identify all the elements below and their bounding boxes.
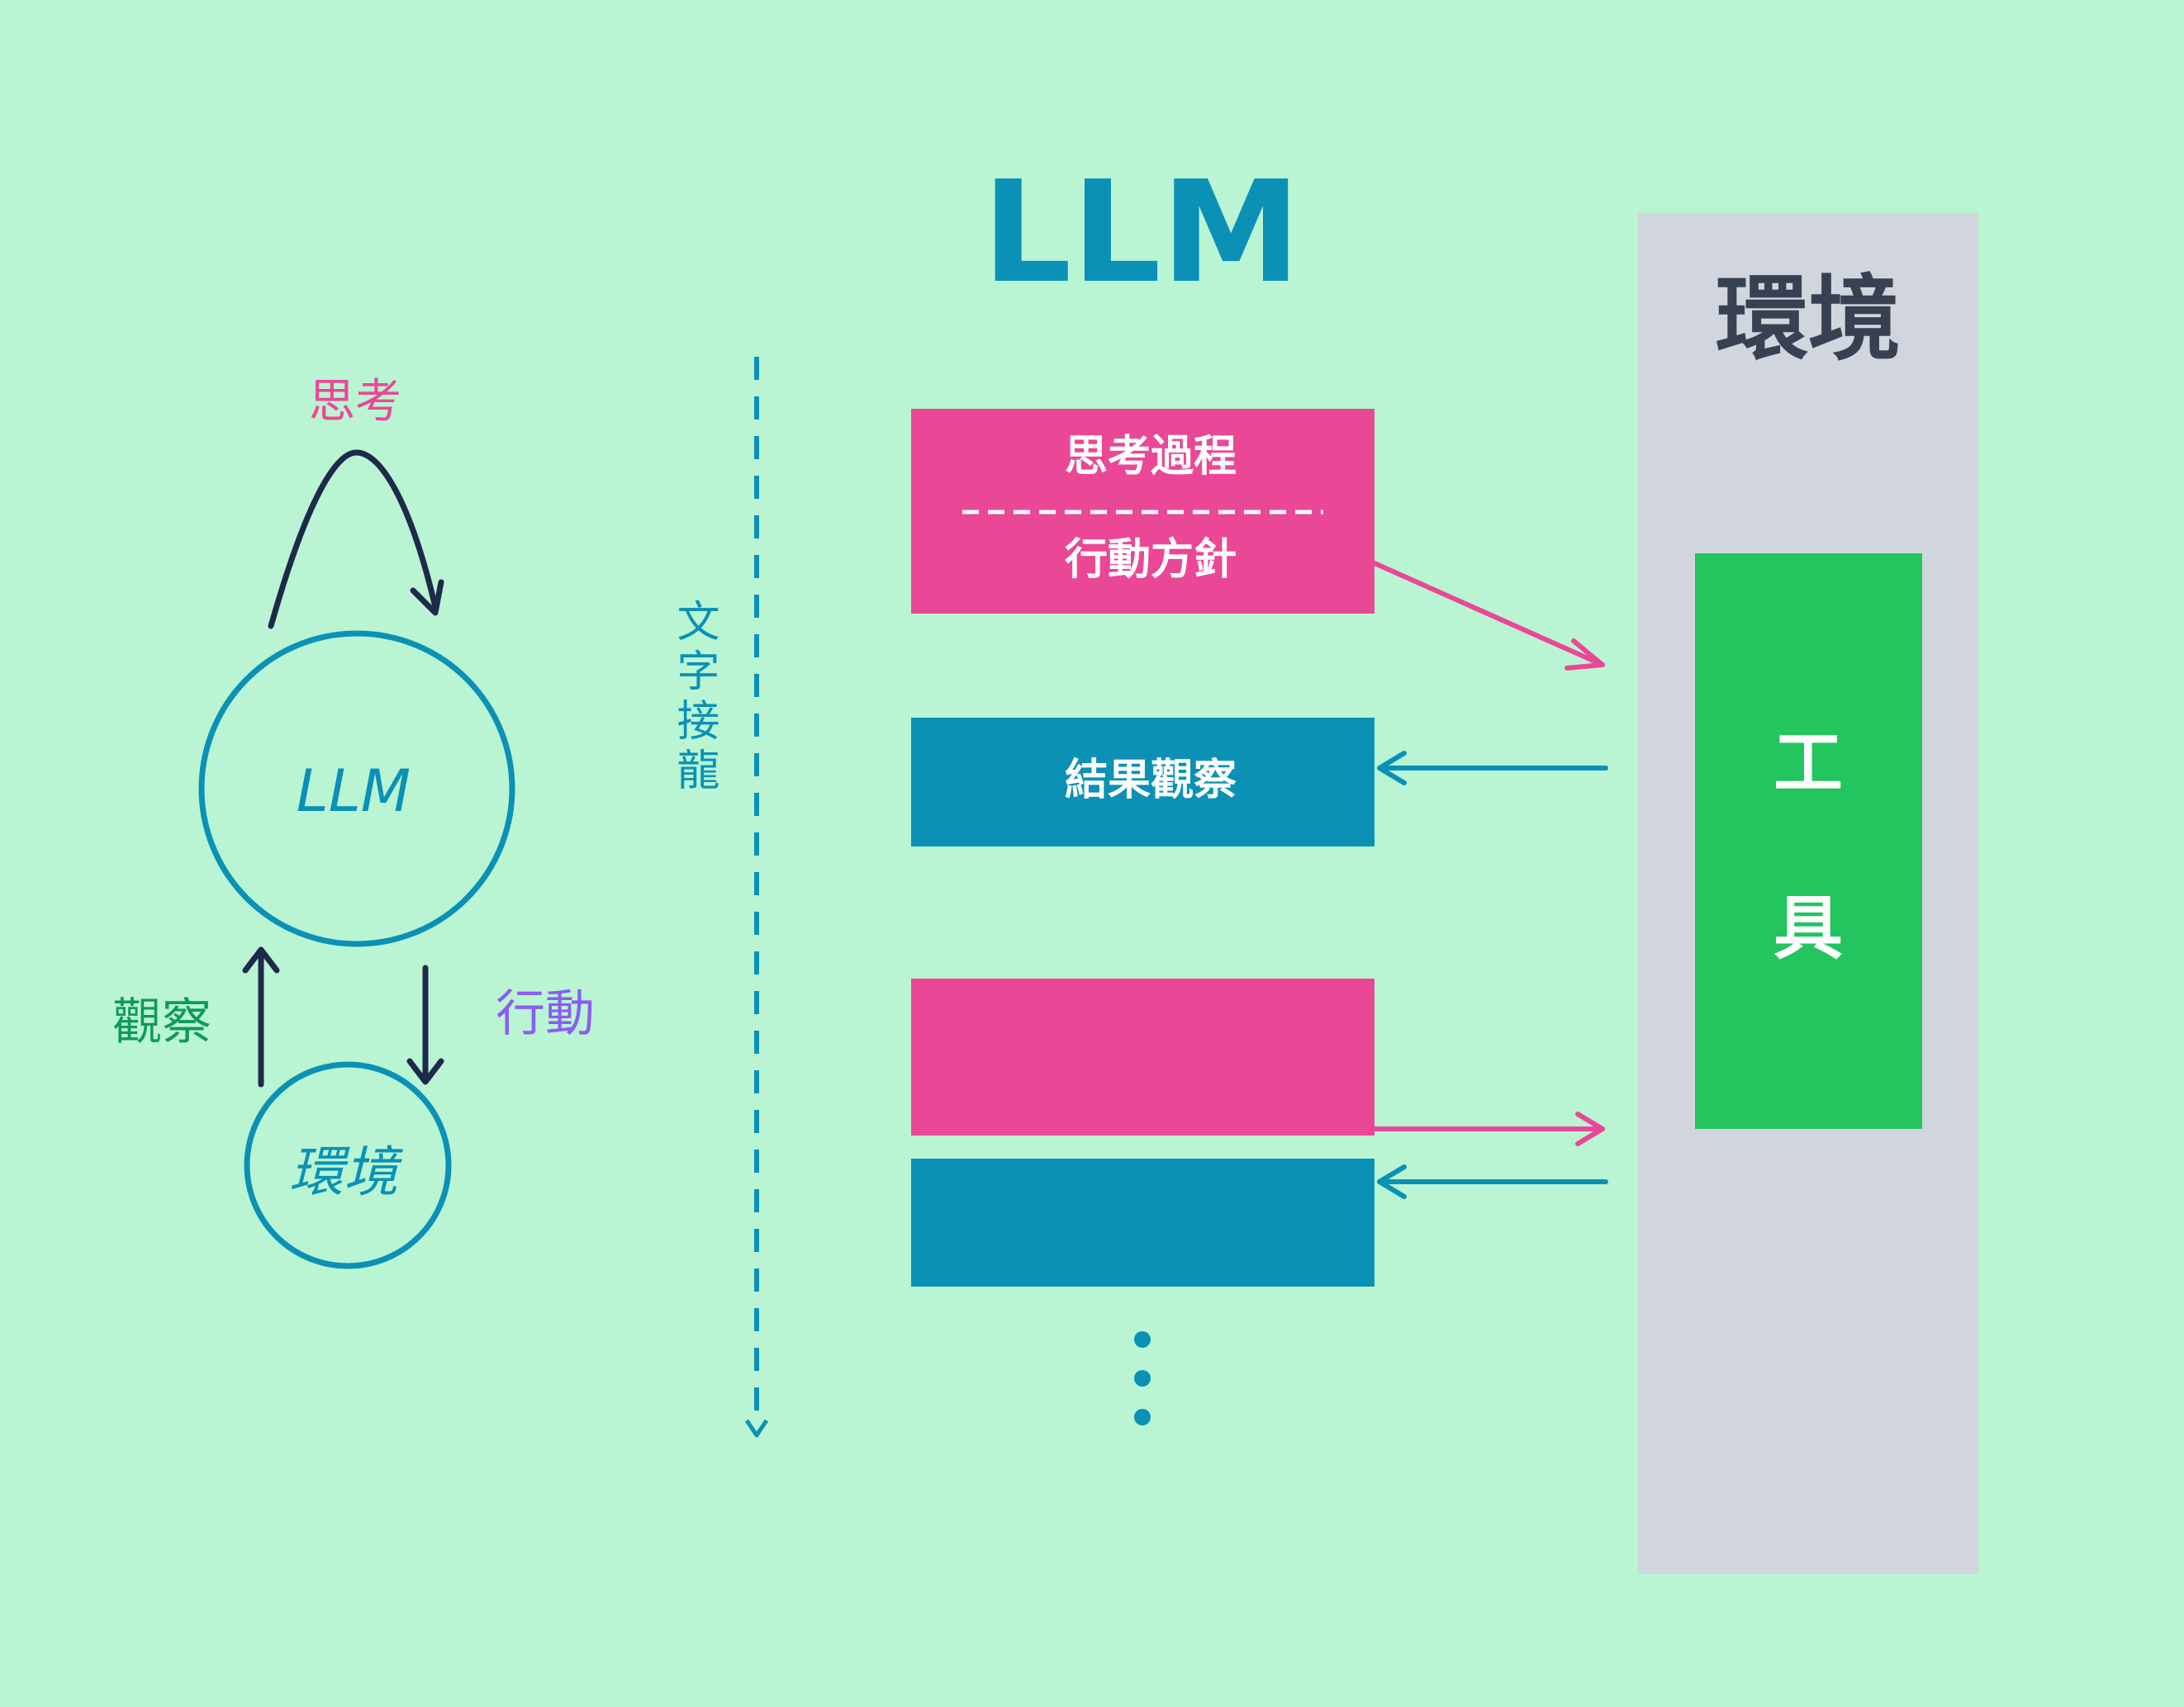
- environment-circle: [244, 1061, 452, 1269]
- action-to-tool-arrow: [1372, 561, 1605, 667]
- llm-circle-label: LLM: [297, 757, 411, 825]
- think-label: 思考: [309, 375, 401, 429]
- observation-block: [911, 718, 1374, 846]
- tool-char-2: 具: [1773, 888, 1843, 969]
- think-loop-arrowhead: [410, 579, 444, 616]
- think-loop-arrow: [268, 449, 439, 629]
- observation-block-2: [911, 1159, 1374, 1287]
- thought-process-label: 思考過程: [1065, 432, 1237, 481]
- act-arrowhead: [406, 1058, 444, 1085]
- tool-char-1: 工: [1773, 723, 1843, 804]
- tool-to-observation-arrowhead-2: [1377, 1164, 1407, 1199]
- tool-block: [1695, 553, 1922, 1129]
- thought-action-block-2: [911, 979, 1374, 1136]
- llm-title: LLM: [982, 151, 1301, 315]
- act-label: 行動: [496, 985, 595, 1043]
- observation-label: 結果觀察: [1065, 756, 1237, 805]
- divider-arrowhead: [744, 1419, 769, 1438]
- action-plan-label: 行動方針: [1065, 535, 1237, 585]
- environment-circle-label: 環境: [289, 1140, 404, 1204]
- tool-to-observation-arrowhead: [1377, 751, 1407, 785]
- action-to-tool-arrowhead: [1564, 638, 1605, 671]
- observe-arrowhead: [242, 946, 280, 974]
- action-to-tool-arrowhead-2: [1575, 1112, 1605, 1146]
- divider-label: 文字接龍: [669, 599, 719, 797]
- ellipsis-dots: [1134, 1331, 1151, 1425]
- llm-circle: [198, 630, 515, 947]
- environment-panel-title: 環境: [1716, 266, 1901, 373]
- observe-label: 觀察: [112, 993, 211, 1051]
